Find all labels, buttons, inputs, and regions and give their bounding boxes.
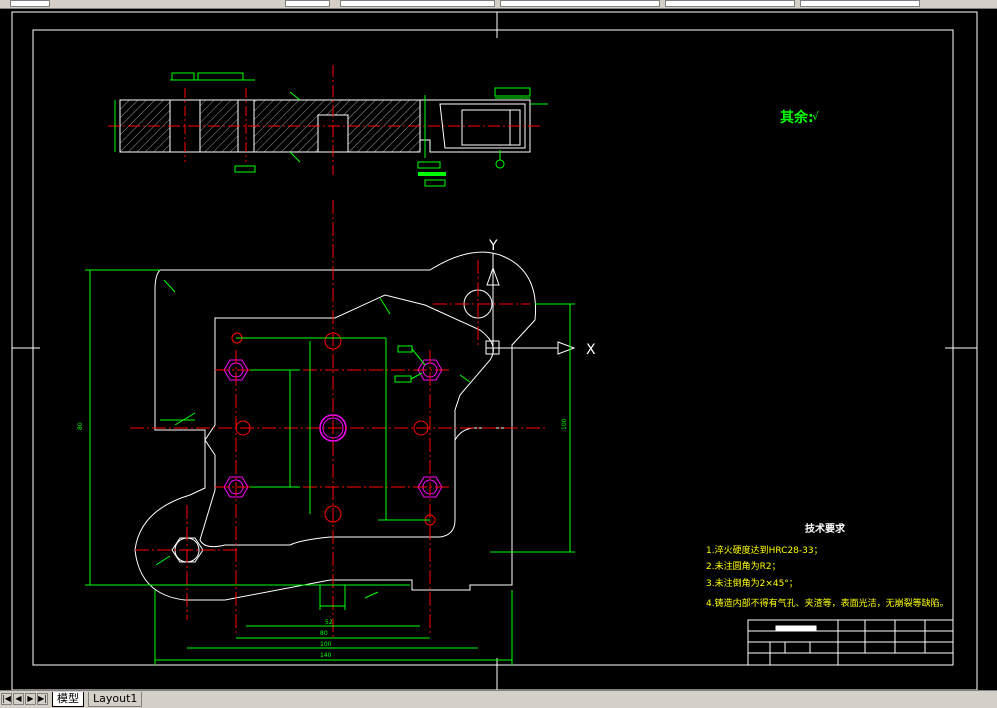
roughness-symbol-icon: √ [812,110,820,123]
tab-layout1[interactable]: Layout1 [88,692,143,707]
axis-x-label: X [586,342,596,358]
layout-tab-bar: |◀ ◀ ▶ ▶| 模型 Layout1 [0,690,997,708]
section-view [108,65,548,187]
last-tab-button[interactable]: ▶| [37,693,48,705]
next-tab-button[interactable]: ▶ [25,693,36,705]
toolbar-dropdown[interactable] [800,0,920,7]
title-block [747,619,954,666]
viewport-border [11,11,978,690]
svg-text:52: 52 [325,619,333,626]
svg-text:100: 100 [320,641,332,648]
first-tab-button[interactable]: |◀ [1,693,12,705]
roughness-label: 其余: [780,109,814,126]
tab-model[interactable]: 模型 [52,692,84,707]
axis-y-label: Y [488,238,498,254]
tech-req-line: 2.未注圆角为R2； [706,560,781,572]
svg-text:140: 140 [320,652,332,659]
svg-text:100: 100 [561,418,568,430]
tech-req-title: 技术要求 [805,522,846,535]
svg-text:80: 80 [320,630,328,637]
svg-text:80: 80 [77,422,84,430]
tech-req-line: 1.淬火硬度达到HRC28-33； [706,544,823,556]
tech-req-line: 3.未注倒角为2×45°； [706,577,798,589]
toolbar-dropdown[interactable] [500,0,660,7]
toolbar-field[interactable] [10,0,50,7]
tech-req-line: 4.铸造内部不得有气孔、夹渣等，表面光洁，无崩裂等缺陷。 [706,597,949,609]
toolbar-strip [0,0,997,9]
toolbar-field[interactable] [285,0,330,7]
plan-view: 80 100 140 100 80 52 [77,200,576,665]
toolbar-dropdown[interactable] [665,0,795,7]
cad-drawing[interactable]: 其余: √ [0,0,997,690]
prev-tab-button[interactable]: ◀ [13,693,24,705]
toolbar-dropdown[interactable] [340,0,495,7]
